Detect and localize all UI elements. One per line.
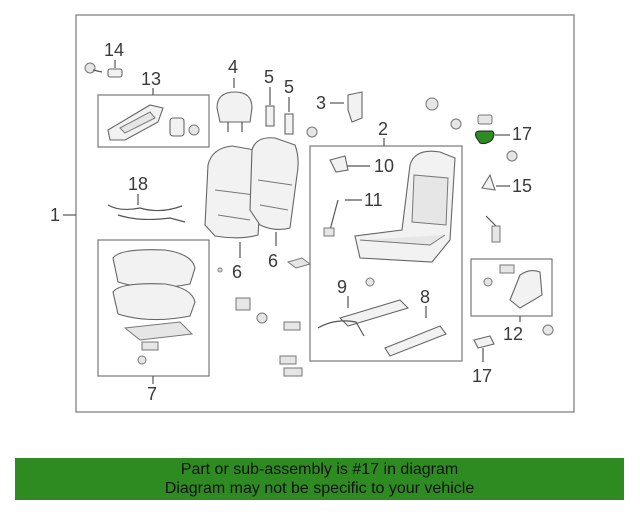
- callout-13[interactable]: 12: [503, 324, 523, 344]
- seatback-pad-6: [249, 137, 299, 231]
- box-2: [309, 145, 463, 362]
- callout-9[interactable]: 8: [420, 287, 430, 307]
- callout-6[interactable]: 6: [268, 251, 278, 271]
- part-17-highlight[interactable]: [475, 130, 495, 145]
- callout-10[interactable]: 9: [337, 277, 347, 297]
- callout-15[interactable]: 14: [104, 40, 124, 60]
- callout-14[interactable]: 13: [141, 69, 161, 89]
- callout-7[interactable]: 6: [232, 262, 242, 282]
- callout-11[interactable]: 10: [374, 156, 394, 176]
- callout-4[interactable]: 4: [228, 57, 238, 77]
- box-13: [470, 258, 553, 317]
- callout-1[interactable]: 1: [50, 205, 60, 225]
- callout-5b[interactable]: 5: [284, 77, 294, 97]
- callout-18[interactable]: 17: [472, 366, 492, 386]
- callout-3[interactable]: 3: [316, 93, 326, 113]
- callout-19[interactable]: 18: [128, 174, 148, 194]
- diagram-frame: [75, 14, 575, 413]
- banner-line-2: Diagram may not be specific to your vehi…: [164, 480, 475, 497]
- callout-12[interactable]: 11: [364, 190, 383, 210]
- callout-5a[interactable]: 5: [264, 67, 274, 87]
- callout-8[interactable]: 7: [147, 384, 157, 404]
- callout-16[interactable]: 15: [512, 176, 532, 196]
- info-banner: Part or sub-assembly is #17 in diagram D…: [15, 458, 624, 500]
- callout-2[interactable]: 2: [378, 119, 388, 139]
- banner-line-1: Part or sub-assembly is #17 in diagram: [180, 461, 459, 478]
- callout-17[interactable]: 17: [512, 124, 532, 144]
